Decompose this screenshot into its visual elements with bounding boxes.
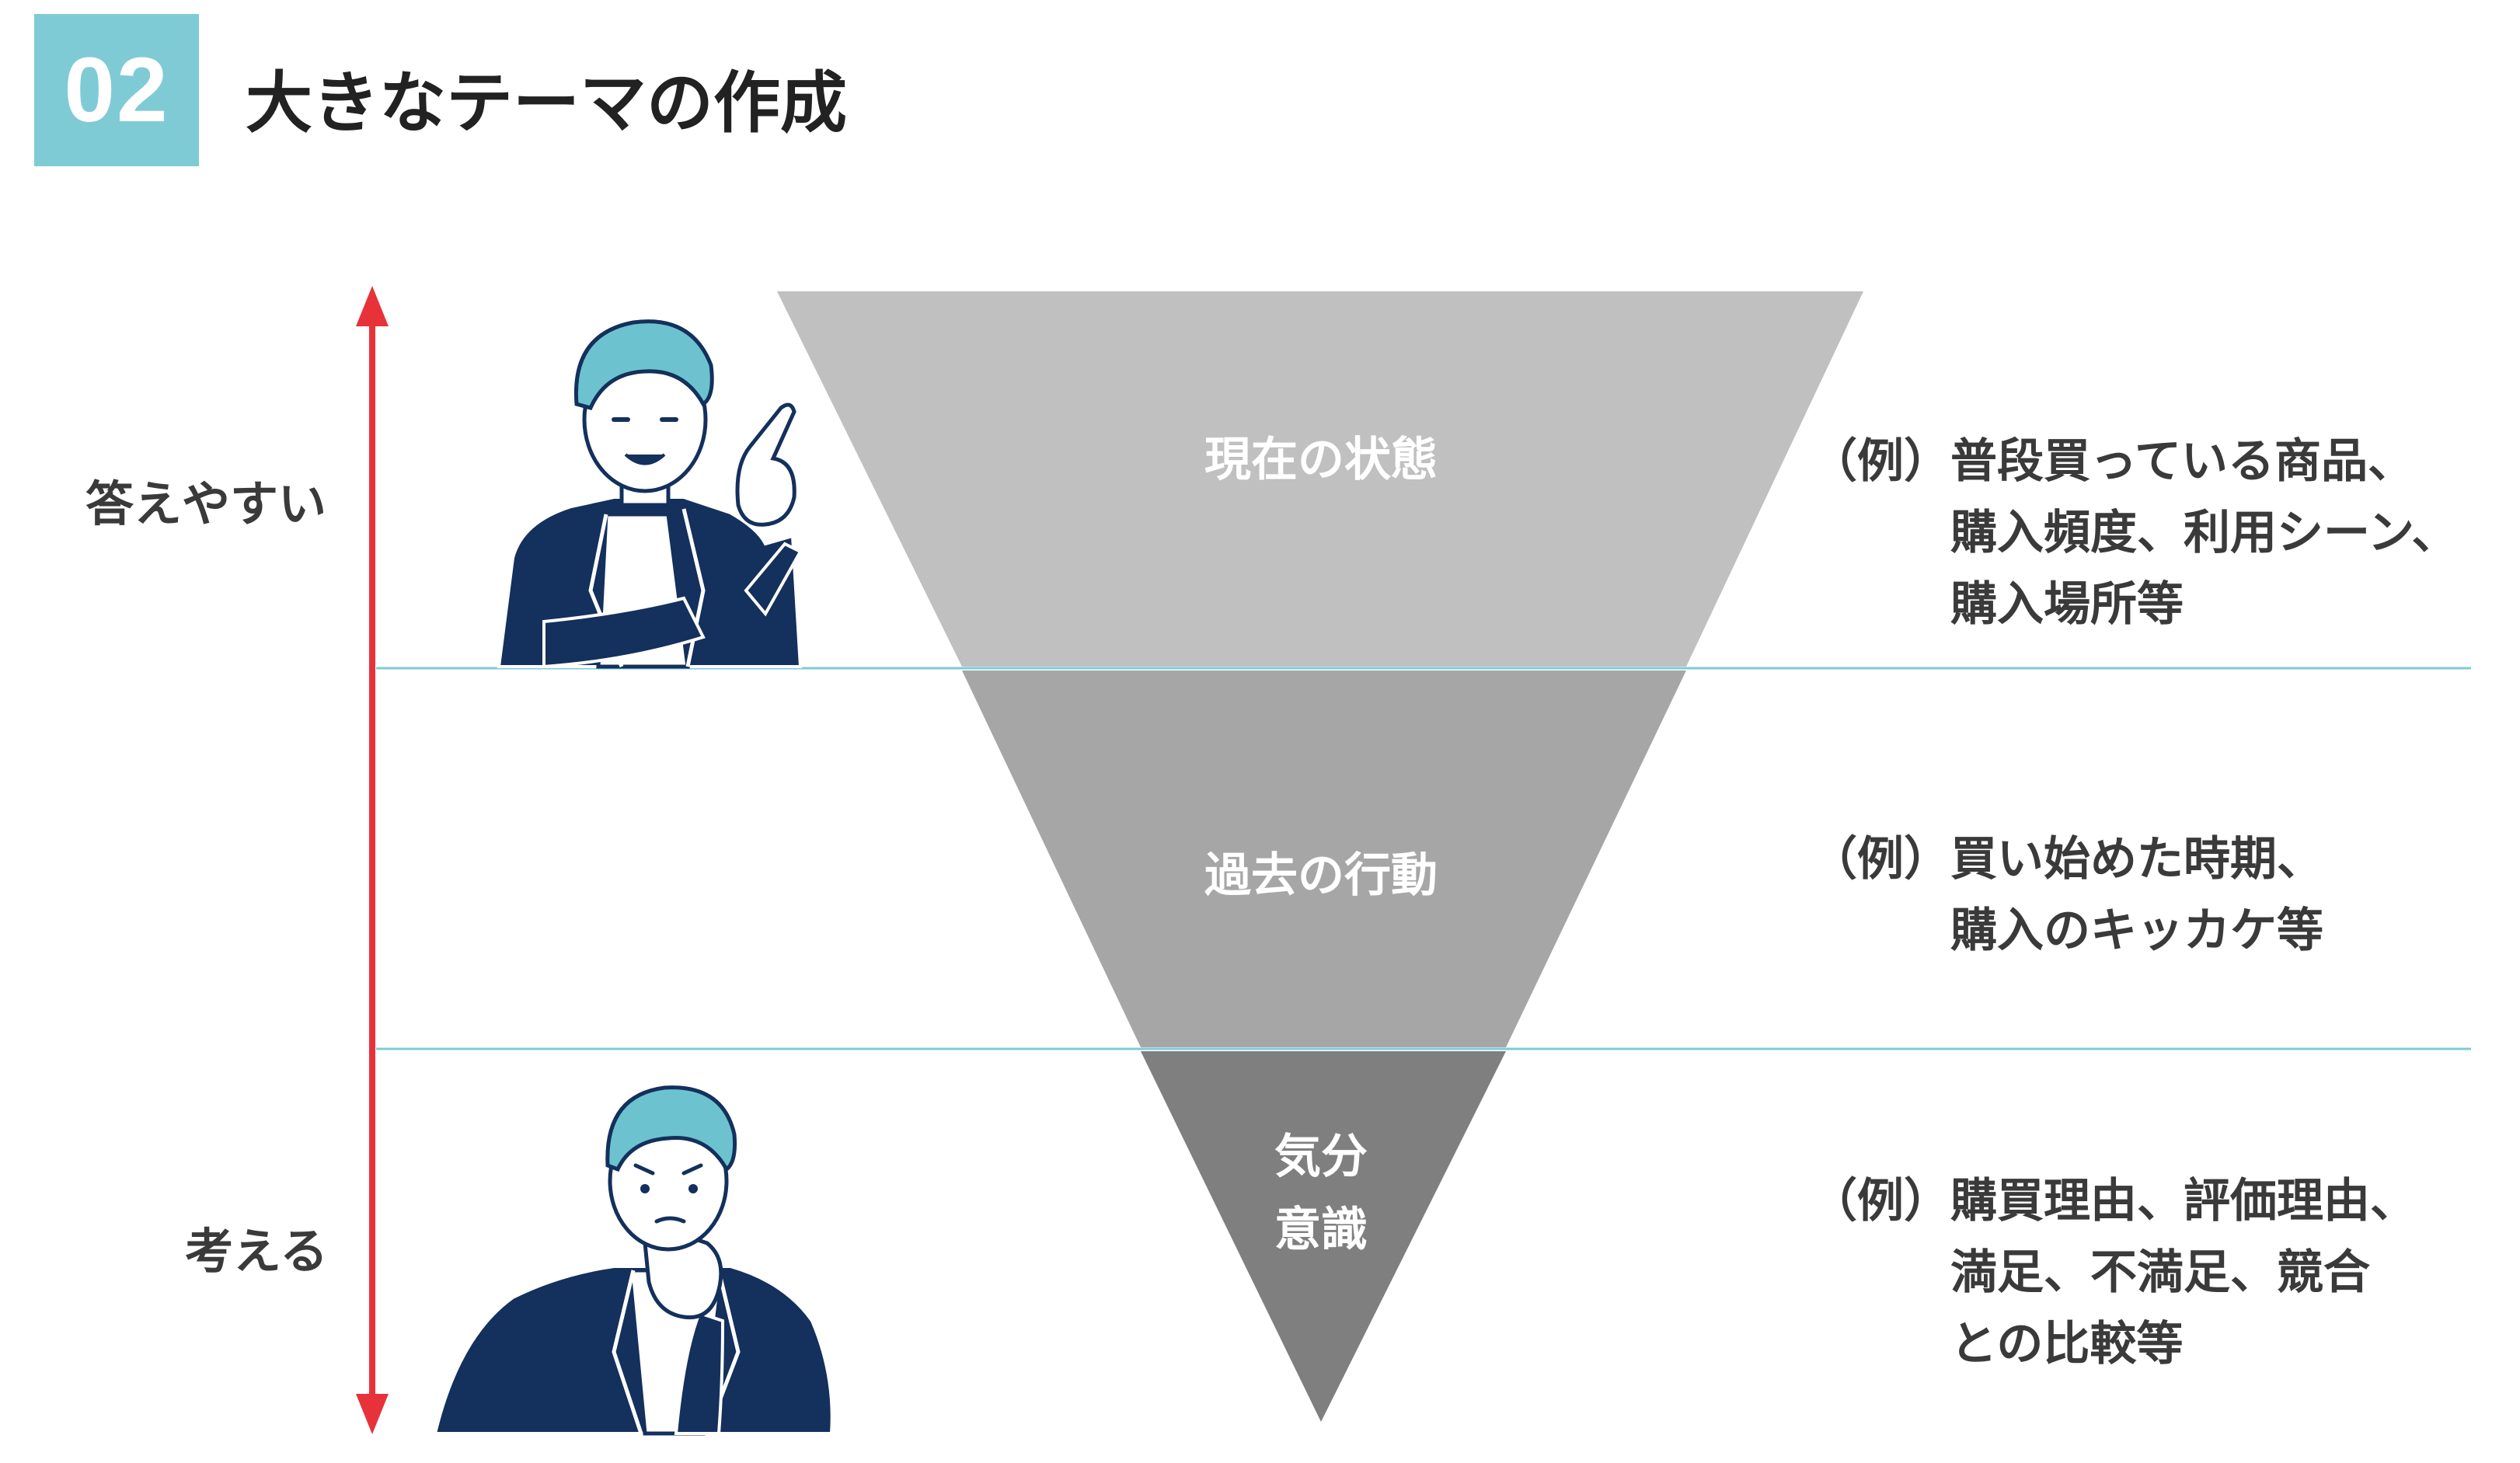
level-label-line: 意識 bbox=[1274, 1203, 1368, 1257]
double-arrow-icon bbox=[356, 286, 389, 1434]
example-current-state: （例）普段買っている商品、 購入頻度、利用シーン、 購入場所等 bbox=[1811, 426, 2458, 640]
funnel-segment-current-state bbox=[777, 291, 1863, 667]
example-mood-awareness: （例）購買理由、評価理由、 満足、不満足、競合 との比較等 bbox=[1811, 1165, 2417, 1380]
example-line: 買い始めた時期、 bbox=[1950, 832, 2323, 887]
example-line: 購買理由、評価理由、 bbox=[1950, 1174, 2417, 1228]
funnel-segment-mood-awareness bbox=[1141, 1051, 1506, 1422]
example-line: との比較等 bbox=[1950, 1317, 2184, 1371]
man-pointing-up-icon bbox=[497, 319, 803, 669]
page-title: 大きなテーマの作成 bbox=[246, 64, 847, 142]
example-prefix: （例） bbox=[1811, 832, 1950, 887]
level-label-past-behavior: 過去の行動 bbox=[1127, 839, 1515, 912]
level-label-line: 現在の状態 bbox=[1204, 433, 1438, 487]
axis-top-label: 答えやすい bbox=[85, 475, 327, 532]
example-line: 普段買っている商品、 bbox=[1950, 434, 2414, 489]
level-label-line: 過去の行動 bbox=[1204, 848, 1438, 903]
example-line: 購入頻度、利用シーン、 bbox=[1950, 506, 2459, 560]
axis-bottom-label: 考える bbox=[185, 1223, 329, 1280]
funnel-segment-past-behavior bbox=[962, 671, 1686, 1047]
level-label-mood-awareness: 気分 意識 bbox=[1166, 1120, 1476, 1266]
example-line: 満足、不満足、競合 bbox=[1950, 1245, 2370, 1300]
man-thinking-icon bbox=[433, 1085, 834, 1436]
example-prefix: （例） bbox=[1811, 1174, 1950, 1228]
example-past-behavior: （例）買い始めた時期、 購入のキッカケ等 bbox=[1811, 824, 2323, 967]
section-number-badge: 02 bbox=[34, 14, 199, 166]
example-line: 購入のキッカケ等 bbox=[1950, 904, 2323, 958]
level-label-current-state: 現在の状態 bbox=[1127, 423, 1515, 496]
section-number: 02 bbox=[64, 39, 169, 141]
example-prefix: （例） bbox=[1811, 434, 1950, 489]
example-line: 購入場所等 bbox=[1950, 577, 2184, 632]
level-label-line: 気分 bbox=[1274, 1130, 1368, 1184]
